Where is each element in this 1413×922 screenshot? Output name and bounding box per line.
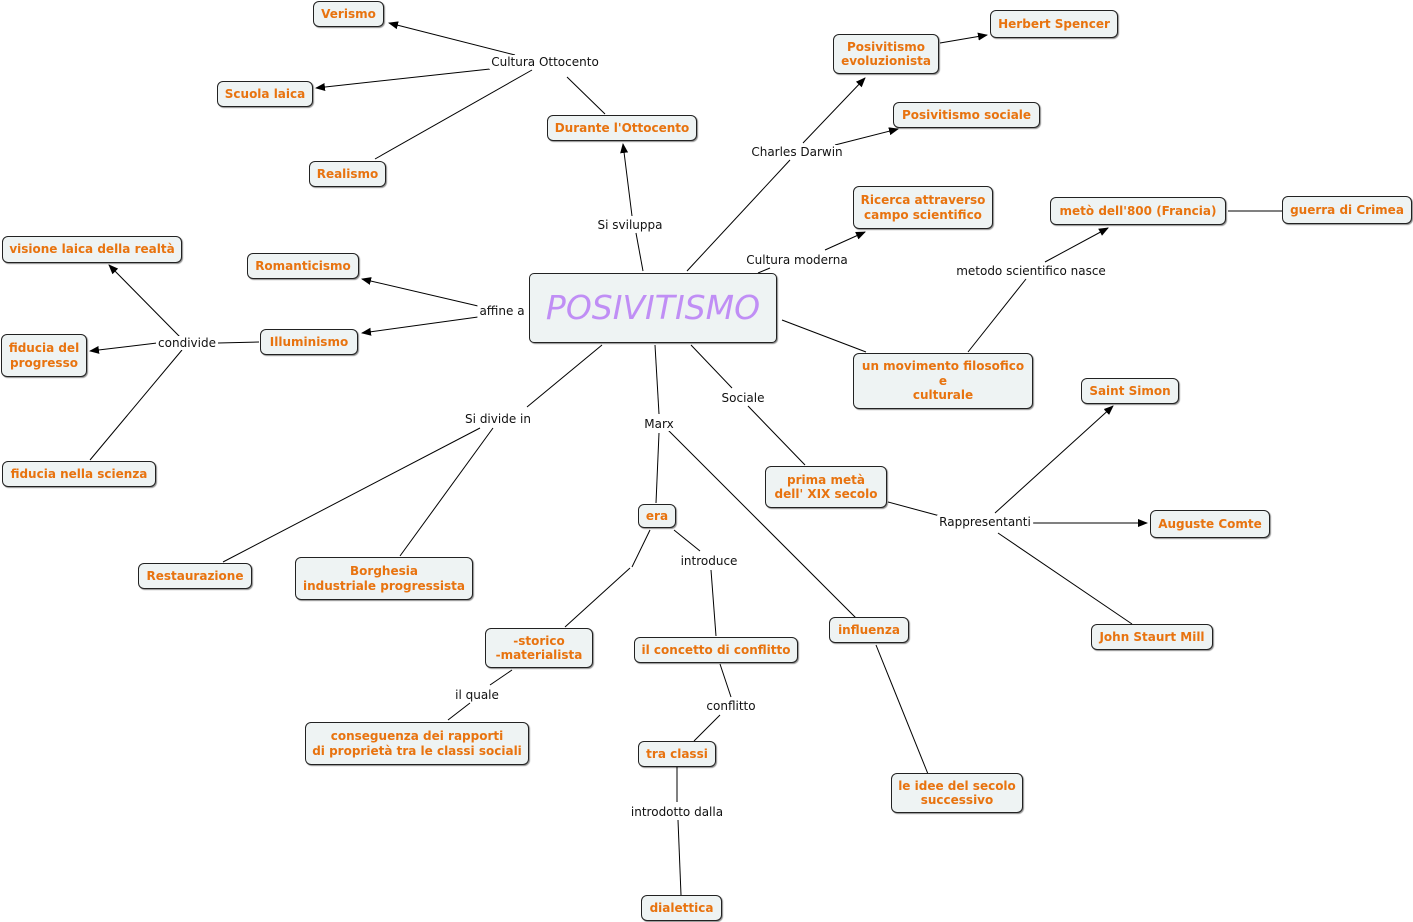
link-label: Charles Darwin bbox=[749, 145, 845, 159]
concept-node[interactable]: il concetto di conflitto bbox=[634, 637, 798, 663]
link-line bbox=[686, 159, 791, 272]
link-label: affine a bbox=[477, 304, 527, 318]
link-line bbox=[887, 501, 941, 517]
concept-node[interactable]: metò dell'800 (Francia) bbox=[1050, 197, 1226, 225]
concept-node[interactable]: le idee del secolo successivo bbox=[891, 773, 1023, 813]
concept-node[interactable]: dialettica bbox=[641, 895, 722, 921]
concept-node[interactable]: Romanticismo bbox=[247, 253, 359, 279]
concept-node[interactable]: era bbox=[638, 504, 676, 528]
link-line bbox=[654, 344, 660, 415]
concept-node[interactable]: fiducia nella scienza bbox=[2, 461, 156, 487]
link-line bbox=[620, 143, 633, 217]
link-label: Si sviluppa bbox=[595, 218, 665, 232]
link-line bbox=[564, 567, 631, 628]
link-line bbox=[939, 32, 988, 44]
link-label: condivide bbox=[156, 336, 218, 350]
concept-node[interactable]: Restaurazione bbox=[138, 563, 252, 589]
link-line bbox=[824, 231, 866, 251]
link-line bbox=[388, 21, 516, 56]
link-line bbox=[802, 77, 866, 144]
link-label: introdotto dalla bbox=[628, 805, 726, 819]
concept-node[interactable]: Posivitismo evoluzionista bbox=[833, 34, 939, 74]
link-line bbox=[526, 344, 603, 408]
concept-node[interactable]: guerra di Crimea bbox=[1282, 196, 1412, 224]
link-label: Cultura moderna bbox=[744, 253, 850, 267]
link-line bbox=[489, 669, 513, 686]
link-line bbox=[108, 264, 181, 338]
link-line bbox=[217, 341, 260, 344]
link-label: introduce bbox=[678, 554, 740, 568]
concept-node[interactable]: Posivitismo sociale bbox=[893, 102, 1040, 128]
root-node[interactable]: POSIVITISMO bbox=[529, 273, 777, 343]
concept-node[interactable]: Saint Simon bbox=[1081, 378, 1179, 404]
link-line bbox=[1044, 227, 1109, 263]
link-line bbox=[89, 349, 183, 461]
link-line bbox=[781, 319, 867, 353]
concept-node[interactable]: Herbert Spencer bbox=[990, 10, 1118, 38]
concept-node[interactable]: -storico -materialista bbox=[485, 628, 593, 668]
link-label: Rappresentanti bbox=[937, 515, 1033, 529]
concept-node[interactable]: influenza bbox=[829, 617, 909, 643]
link-line bbox=[690, 344, 733, 389]
concept-node[interactable]: Illuminismo bbox=[260, 329, 358, 355]
link-label: conflitto bbox=[704, 699, 758, 713]
concept-node[interactable]: prima metà dell' XIX secolo bbox=[765, 466, 887, 508]
concept-node[interactable]: Auguste Comte bbox=[1150, 510, 1270, 538]
link-label: Sociale bbox=[719, 391, 767, 405]
link-label: Si divide in bbox=[463, 412, 533, 426]
concept-node[interactable]: Scuola laica bbox=[217, 81, 313, 107]
link-line bbox=[757, 267, 771, 274]
concept-node[interactable]: conseguenza dei rapporti di proprietà tr… bbox=[305, 722, 529, 765]
link-label: metodo scientifico nasce bbox=[954, 264, 1108, 278]
link-line bbox=[719, 663, 732, 698]
link-line bbox=[710, 569, 717, 637]
link-line bbox=[447, 702, 471, 721]
concept-node[interactable]: tra classi bbox=[638, 741, 716, 767]
link-line bbox=[997, 532, 1133, 625]
link-line bbox=[631, 529, 651, 568]
concept-node[interactable]: Realismo bbox=[309, 161, 386, 187]
link-line bbox=[635, 232, 644, 272]
concept-node[interactable]: Borghesia industriale progressista bbox=[295, 557, 473, 600]
link-line bbox=[994, 405, 1114, 514]
link-line bbox=[747, 405, 806, 466]
concept-node[interactable]: un movimento filosofico e culturale bbox=[853, 353, 1033, 409]
link-line bbox=[667, 429, 857, 619]
concept-node[interactable]: Verismo bbox=[313, 1, 384, 27]
link-label: Cultura Ottocento bbox=[489, 55, 601, 69]
link-line bbox=[566, 76, 606, 115]
concept-node[interactable]: Durante l'Ottocento bbox=[547, 115, 697, 141]
concept-node[interactable]: John Staurt Mill bbox=[1091, 624, 1213, 650]
link-line bbox=[834, 127, 899, 146]
link-label: Marx bbox=[642, 417, 676, 431]
link-line bbox=[677, 819, 682, 896]
link-line bbox=[673, 529, 701, 552]
link-line bbox=[222, 427, 481, 563]
link-line bbox=[315, 68, 491, 91]
link-line bbox=[967, 278, 1027, 353]
link-line bbox=[875, 644, 929, 775]
concept-node[interactable]: Ricerca attraverso campo scientifico bbox=[853, 186, 993, 229]
link-label: il quale bbox=[453, 688, 501, 702]
concept-node[interactable]: fiducia del progresso bbox=[1, 334, 87, 377]
link-line bbox=[399, 427, 494, 557]
concept-node[interactable]: visione laica della realtà bbox=[2, 236, 182, 263]
link-line bbox=[361, 316, 479, 336]
link-line bbox=[655, 432, 660, 504]
link-line bbox=[693, 714, 721, 742]
link-line bbox=[361, 277, 479, 307]
link-line bbox=[89, 342, 158, 354]
link-line bbox=[374, 69, 533, 160]
